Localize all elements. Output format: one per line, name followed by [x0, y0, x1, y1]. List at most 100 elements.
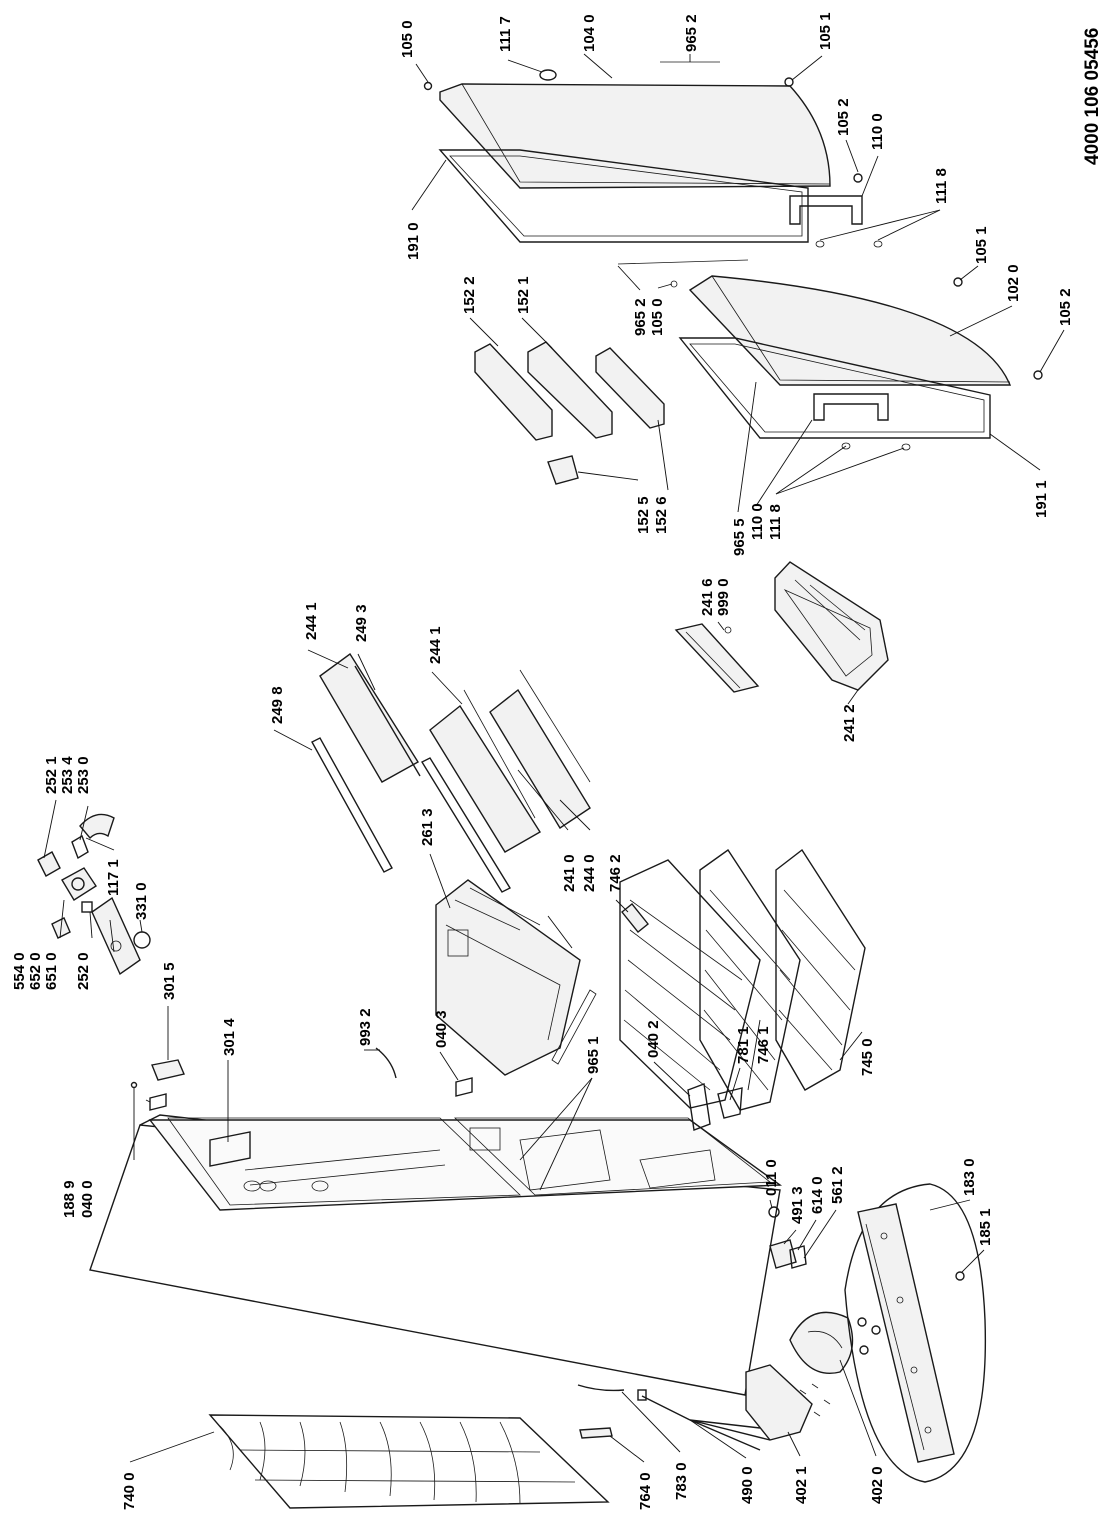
- label-117-1: 117 1: [105, 859, 122, 896]
- label-965-2-top: 965 2: [683, 14, 700, 52]
- upper-door-assembly: [423, 61, 883, 248]
- upper-door-handle: [789, 195, 863, 225]
- label-490-0: 490 0: [739, 1466, 756, 1504]
- screw-185-1: [955, 1271, 965, 1281]
- spring-253-4: [71, 834, 89, 860]
- glass-shelf-middle: [429, 704, 541, 853]
- wire-shelf-1: [619, 859, 761, 1109]
- filter-764-0: [579, 1427, 613, 1439]
- label-152-5: 152 5: [635, 496, 652, 534]
- label-402-0: 402 0: [869, 1466, 886, 1504]
- compressor-402-0: [789, 1311, 854, 1374]
- cable-993-2: [375, 1047, 397, 1079]
- label-105-0-mid: 105 0: [649, 298, 666, 336]
- shelf-trim-249-3: [354, 665, 421, 777]
- upper-door-gasket: [438, 149, 809, 243]
- thermostat-554-0: [61, 867, 97, 901]
- label-746-2: 746 2: [607, 854, 624, 892]
- label-764-0: 764 0: [637, 1472, 654, 1510]
- label-105-1-mid: 105 1: [973, 226, 990, 264]
- balcony-152-6: [595, 347, 665, 429]
- document-number: 4000 106 05456: [1082, 28, 1100, 165]
- label-652-0: 652 0: [27, 952, 44, 990]
- control-housing-252-0: [91, 896, 141, 976]
- label-152-1: 152 1: [515, 276, 532, 314]
- hinge-040-0: [149, 1093, 167, 1111]
- hinge-040-3: [455, 1077, 473, 1097]
- cabinet-body: [89, 1124, 781, 1396]
- hinge-cover-301-5: [151, 1059, 185, 1081]
- door-balconies: [474, 341, 665, 485]
- crisper-drawer-241-2: [774, 561, 889, 691]
- crisper-group: [674, 561, 889, 693]
- lower-door-panel: [688, 275, 1012, 386]
- upper-hinge-pin-top: [423, 81, 433, 91]
- label-261-3: 261 3: [419, 808, 436, 846]
- label-554-0: 554 0: [11, 952, 28, 990]
- wire-shelf-3: [775, 848, 866, 1091]
- label-965-5: 965 5: [731, 518, 748, 556]
- label-110-0-top: 110 0: [869, 113, 886, 150]
- label-783-0: 783 0: [673, 1462, 690, 1500]
- label-040-0: 040 0: [79, 1180, 96, 1218]
- balcony-flap-152-5: [547, 455, 579, 485]
- compressor-group: [577, 1239, 881, 1451]
- label-102-0: 102 0: [1005, 264, 1022, 302]
- wire-shelf-2: [699, 849, 801, 1111]
- label-152-6: 152 6: [653, 496, 670, 534]
- label-105-0-top: 105 0: [399, 20, 416, 58]
- label-241-0: 241 0: [561, 854, 578, 892]
- electrical-box-402-1: [745, 1364, 813, 1441]
- label-781-1: 781 1: [735, 1026, 752, 1064]
- label-040-2: 040 2: [645, 1020, 662, 1058]
- label-252-0: 252 0: [75, 952, 92, 990]
- label-244-1-top: 244 1: [303, 602, 320, 640]
- screw-188-9: [130, 1081, 138, 1089]
- detail-ellipse: [844, 1183, 987, 1483]
- lower-door-assembly: [617, 259, 1043, 451]
- bracket-781-1: [717, 1087, 743, 1119]
- label-244-0: 244 0: [581, 854, 598, 892]
- label-651-0: 651 0: [43, 952, 60, 990]
- label-965-2-mid: 965 2: [632, 298, 649, 336]
- lower-door-handle: [813, 393, 889, 421]
- power-cord-490-0: [641, 1395, 771, 1451]
- label-331-0: 331 0: [133, 882, 150, 920]
- label-040-3: 040 3: [433, 1010, 450, 1048]
- lamp-holder-652-0: [81, 901, 93, 913]
- label-191-0: 191 0: [405, 222, 422, 260]
- lamp-cover-252-1: [37, 851, 61, 877]
- label-104-0: 104 0: [581, 14, 598, 52]
- label-402-1: 402 1: [793, 1466, 810, 1504]
- crisper-cover-241-6: [674, 623, 760, 693]
- shelf-support-746-2: [621, 903, 649, 933]
- label-252-1: 252 1: [43, 756, 60, 794]
- upper-hinge-cap: [853, 173, 863, 183]
- label-993-2: 993 2: [357, 1008, 374, 1046]
- lower-door-gasket: [678, 337, 991, 439]
- label-241-6: 241 6: [699, 578, 716, 616]
- label-105-2-top: 105 2: [835, 98, 852, 136]
- label-740-0: 740 0: [121, 1472, 138, 1510]
- base-plate-detail: [844, 1183, 987, 1483]
- lower-hinge-cap: [1033, 370, 1043, 380]
- shelf-trim-249-8: [311, 737, 393, 873]
- label-105-1-top: 105 1: [817, 12, 834, 50]
- wire-shelves: [619, 848, 866, 1111]
- glass-shelf-lower: [489, 688, 591, 829]
- cabinet-interior: [148, 1119, 783, 1211]
- hinge-040-2: [687, 1083, 711, 1131]
- tube-783-0: [577, 1384, 625, 1392]
- upper-door-panel: [439, 83, 831, 189]
- freezer-drawer-241-0: [435, 879, 581, 1076]
- label-746-1: 746 1: [755, 1026, 772, 1064]
- label-491-3: 491 3: [789, 1186, 806, 1224]
- label-301-5: 301 5: [161, 962, 178, 1000]
- foot-011-0: [768, 1206, 780, 1218]
- label-249-3: 249 3: [353, 604, 370, 642]
- label-253-4: 253 4: [59, 756, 76, 794]
- condenser-frame: [208, 1414, 610, 1509]
- relay-491-3: [769, 1239, 797, 1269]
- label-253-0: 253 0: [75, 756, 92, 794]
